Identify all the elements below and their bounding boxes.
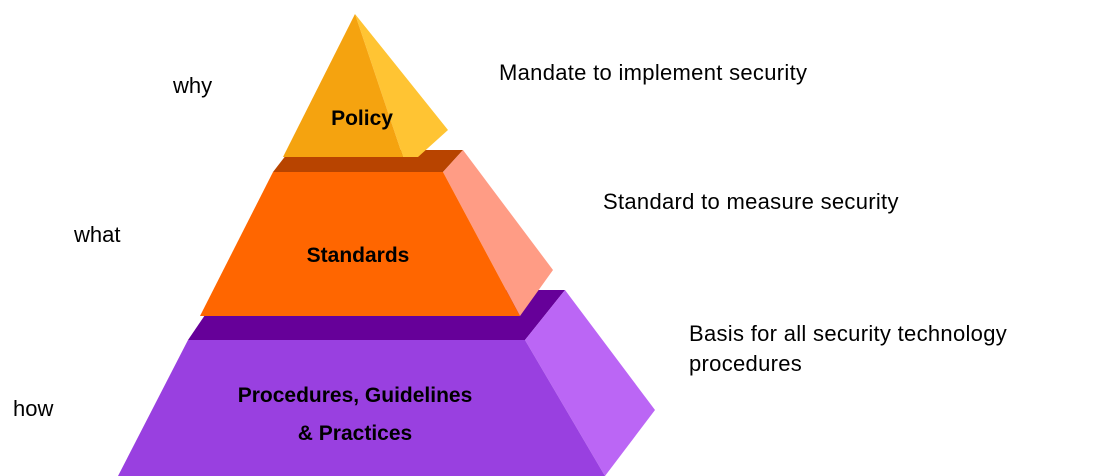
description-procedures: Basis for all security technology proced… — [689, 319, 1007, 379]
tier-standards-label: Standards — [307, 244, 410, 267]
tier-policy-front-face — [283, 14, 403, 157]
tier-standards-front-face — [200, 172, 520, 316]
label-why: why — [173, 73, 213, 98]
tier-procedures: Procedures, Guidelines & Practices — [118, 290, 655, 476]
description-procedures-line1: Basis for all security technology — [689, 321, 1008, 346]
tier-procedures-side-face — [525, 290, 655, 476]
tier-procedures-label-line2: & Practices — [298, 422, 412, 445]
tier-procedures-front-face — [118, 340, 605, 476]
label-how: how — [13, 396, 54, 421]
description-standards: Standard to measure security — [603, 189, 899, 214]
tier-policy-side-face — [355, 14, 448, 157]
label-what: what — [74, 222, 121, 247]
tier-standards: Standards — [200, 150, 553, 316]
tier-policy-label: Policy — [331, 107, 393, 130]
tier-procedures-label-line1: Procedures, Guidelines — [238, 384, 473, 407]
tier-policy: Policy — [283, 14, 448, 157]
description-policy: Mandate to implement security — [499, 60, 808, 85]
tier-standards-side-face — [443, 150, 553, 316]
description-procedures-line2: procedures — [689, 351, 803, 376]
